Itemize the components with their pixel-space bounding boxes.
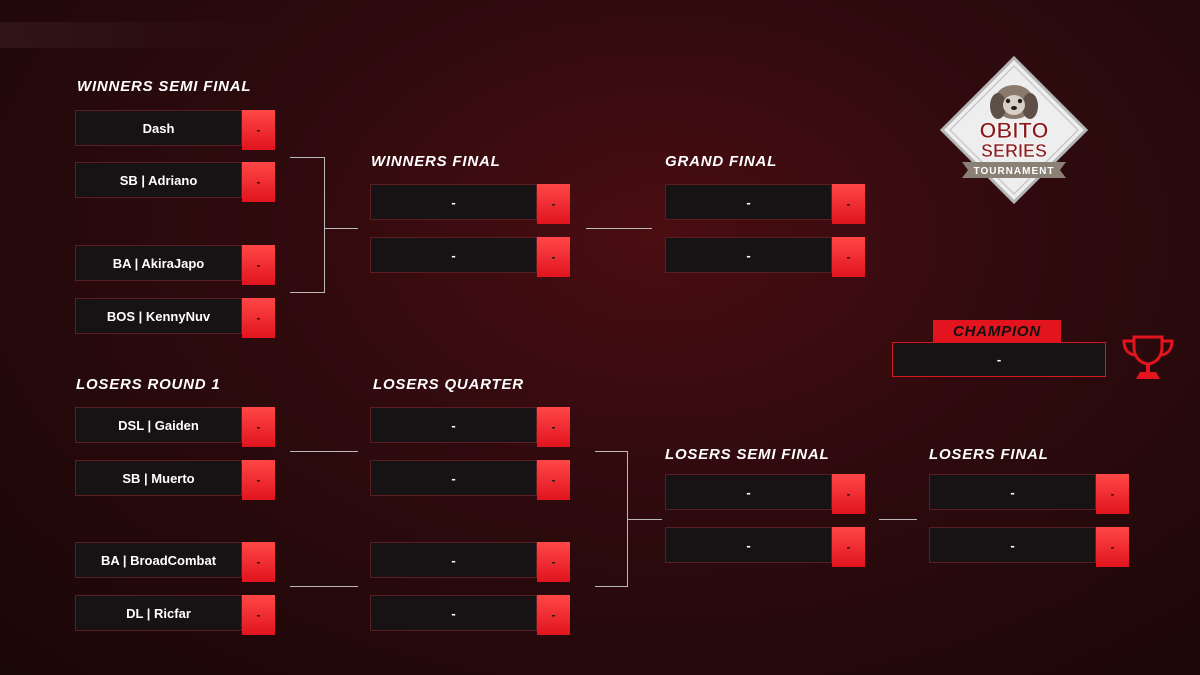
player-name: -: [665, 474, 832, 510]
player-name: -: [370, 595, 537, 631]
score-box: -: [242, 298, 275, 338]
player-name: -: [370, 460, 537, 496]
score-box: -: [537, 595, 570, 635]
player-name: -: [665, 184, 832, 220]
connector-line: [290, 586, 358, 587]
match-slot-grand-final-2: - -: [665, 237, 865, 277]
player-name: BOS | KennyNuv: [75, 298, 242, 334]
header-losers-semi-final: LOSERS SEMI FINAL: [665, 446, 830, 463]
header-strip: [0, 22, 270, 48]
tournament-logo: OBITO SERIES TOURNAMENT: [940, 56, 1088, 204]
match-slot-losers-final-2: - -: [929, 527, 1129, 567]
connector-line: [324, 157, 325, 293]
score-box: -: [537, 460, 570, 500]
connector-line: [290, 451, 358, 452]
score-box: -: [537, 237, 570, 277]
score-box: -: [832, 474, 865, 514]
match-slot-grand-final-1: - -: [665, 184, 865, 224]
match-slot-winners-semi-3: BA | AkiraJapo -: [75, 245, 275, 285]
player-name: DSL | Gaiden: [75, 407, 242, 443]
match-slot-losers-quarter-1: - -: [370, 407, 570, 447]
connector-line: [324, 228, 358, 229]
player-name: -: [929, 474, 1096, 510]
score-box: -: [242, 407, 275, 447]
player-name: -: [370, 184, 537, 220]
match-slot-winners-final-1: - -: [370, 184, 570, 224]
player-name: BA | BroadCombat: [75, 542, 242, 578]
champion-label: CHAMPION: [933, 320, 1061, 342]
logo-line1: OBITO: [979, 118, 1048, 143]
score-box: -: [1096, 474, 1129, 514]
logo-line3: TOURNAMENT: [974, 166, 1055, 177]
header-winners-final: WINNERS FINAL: [371, 153, 501, 170]
match-slot-losers-r1-4: DL | Ricfar -: [75, 595, 275, 635]
match-slot-losers-semi-1: - -: [665, 474, 865, 514]
connector-line: [290, 292, 325, 293]
score-box: -: [242, 245, 275, 285]
match-slot-winners-semi-4: BOS | KennyNuv -: [75, 298, 275, 338]
score-box: -: [1096, 527, 1129, 567]
connector-line: [290, 157, 325, 158]
player-name: -: [929, 527, 1096, 563]
player-name: -: [665, 237, 832, 273]
match-slot-winners-semi-1: Dash -: [75, 110, 275, 150]
player-name: DL | Ricfar: [75, 595, 242, 631]
dog-icon: [990, 85, 1038, 119]
score-box: -: [832, 527, 865, 567]
match-slot-losers-quarter-2: - -: [370, 460, 570, 500]
connector-line: [627, 519, 662, 520]
logo-line2: SERIES: [981, 141, 1047, 161]
match-slot-losers-final-1: - -: [929, 474, 1129, 514]
match-slot-winners-semi-2: SB | Adriano -: [75, 162, 275, 202]
match-slot-winners-final-2: - -: [370, 237, 570, 277]
header-grand-final: GRAND FINAL: [665, 153, 778, 170]
score-box: -: [832, 237, 865, 277]
connector-line: [879, 519, 917, 520]
score-box: -: [537, 184, 570, 224]
player-name: SB | Adriano: [75, 162, 242, 198]
match-slot-losers-r1-3: BA | BroadCombat -: [75, 542, 275, 582]
header-losers-final: LOSERS FINAL: [929, 446, 1049, 463]
match-slot-losers-semi-2: - -: [665, 527, 865, 567]
trophy-icon: [1122, 335, 1174, 379]
header-losers-quarter: LOSERS QUARTER: [373, 376, 524, 393]
score-box: -: [242, 542, 275, 582]
player-name: -: [665, 527, 832, 563]
champion-slot: -: [892, 342, 1106, 377]
score-box: -: [242, 162, 275, 202]
connector-line: [586, 228, 652, 229]
score-box: -: [537, 407, 570, 447]
score-box: -: [242, 595, 275, 635]
connector-line: [595, 586, 628, 587]
match-slot-losers-quarter-3: - -: [370, 542, 570, 582]
match-slot-losers-r1-2: SB | Muerto -: [75, 460, 275, 500]
player-name: SB | Muerto: [75, 460, 242, 496]
player-name: -: [370, 407, 537, 443]
score-box: -: [832, 184, 865, 224]
header-winners-semi-final: WINNERS SEMI FINAL: [77, 78, 252, 95]
header-losers-round-1: LOSERS ROUND 1: [76, 376, 221, 393]
score-box: -: [242, 110, 275, 150]
player-name: -: [370, 542, 537, 578]
score-box: -: [242, 460, 275, 500]
connector-line: [595, 451, 628, 452]
player-name: -: [370, 237, 537, 273]
match-slot-losers-r1-1: DSL | Gaiden -: [75, 407, 275, 447]
player-name: BA | AkiraJapo: [75, 245, 242, 281]
player-name: Dash: [75, 110, 242, 146]
score-box: -: [537, 542, 570, 582]
match-slot-losers-quarter-4: - -: [370, 595, 570, 635]
